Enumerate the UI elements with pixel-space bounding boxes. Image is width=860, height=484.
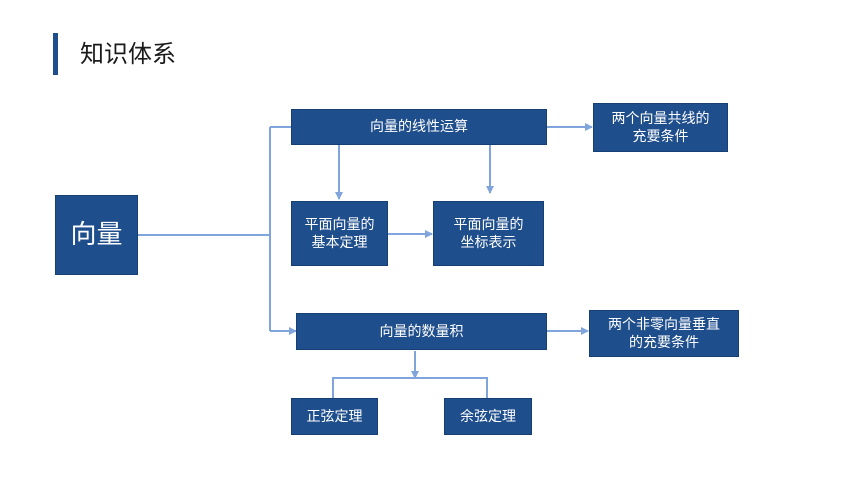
bracket-laws (332, 377, 488, 398)
node-basic-theorem: 平面向量的 基本定理 (291, 201, 388, 266)
title-accent-bar (53, 33, 58, 75)
node-coordinate-repr: 平面向量的 坐标表示 (433, 201, 544, 266)
node-linear-ops: 向量的线性运算 (291, 109, 547, 145)
node-collinear-condition: 两个向量共线的 充要条件 (593, 103, 728, 152)
node-dot-product: 向量的数量积 (296, 313, 547, 350)
root-node-vector: 向量 (55, 195, 138, 275)
node-perpendicular-condition: 两个非零向量垂直 的充要条件 (589, 310, 739, 357)
page-title: 知识体系 (80, 40, 176, 68)
node-sine-law: 正弦定理 (291, 398, 378, 435)
node-cosine-law: 余弦定理 (444, 398, 532, 435)
